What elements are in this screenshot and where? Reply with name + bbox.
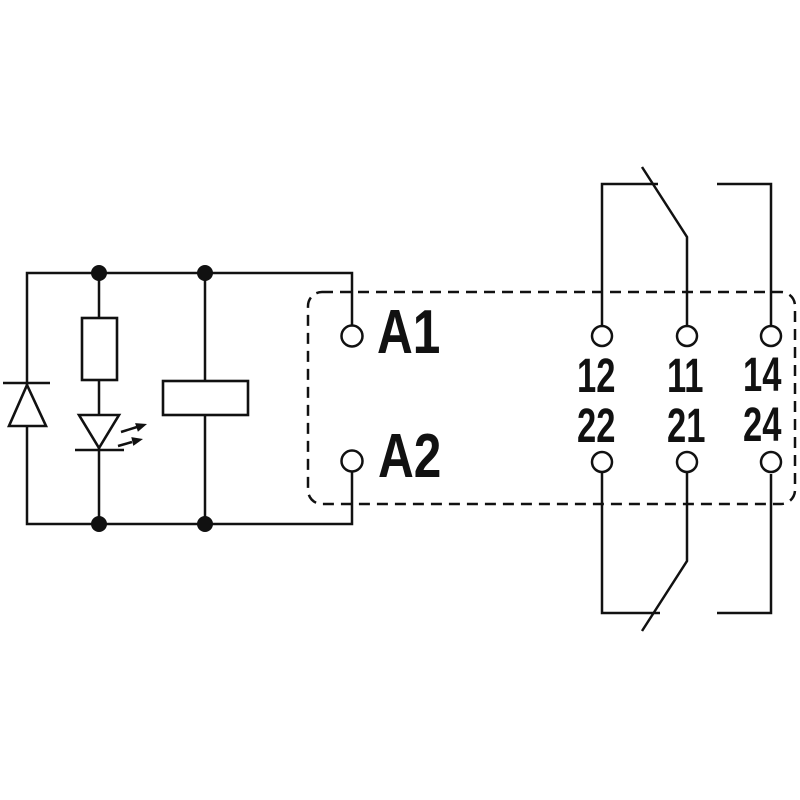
led-icon	[75, 413, 147, 452]
contact-row-bottom: 22 21 24	[577, 397, 783, 632]
terminal-21-circle	[675, 450, 699, 474]
terminal-24-label: 24	[743, 397, 782, 451]
terminal-22-circle	[590, 450, 614, 474]
contact-12-wire	[600, 182, 658, 325]
junction-dot	[91, 265, 107, 281]
terminal-22-label: 22	[577, 398, 615, 452]
relay-coil-icon	[161, 379, 250, 417]
terminal-a1-label: A1	[377, 297, 440, 367]
coil-terminals: A1 A2	[340, 297, 441, 491]
suppressor-diode-icon	[3, 381, 50, 428]
terminal-24-circle	[759, 450, 783, 474]
contact-21-lever	[640, 473, 689, 632]
led-emission-arrows	[117, 423, 147, 448]
junction-dot	[91, 516, 107, 532]
terminal-12-circle	[590, 324, 614, 348]
terminal-11-label: 11	[667, 348, 704, 402]
contact-row-top: 12 11 14	[577, 166, 783, 402]
contact-14-wire	[717, 182, 773, 326]
led-triangle	[76, 413, 122, 451]
coil-circuit	[3, 265, 354, 532]
resistor-icon	[80, 316, 119, 382]
terminal-14-label: 14	[743, 347, 782, 401]
contact-24-wire	[717, 474, 773, 615]
terminal-21-label: 21	[667, 398, 705, 452]
junction-dot	[197, 265, 213, 281]
terminal-14-circle	[759, 324, 783, 348]
diode-triangle	[7, 381, 49, 428]
contact-11-lever	[640, 166, 689, 325]
led-arrow-2-head	[131, 437, 143, 446]
terminal-a1-circle	[340, 324, 364, 348]
led-arrow-1-head	[135, 423, 147, 432]
terminal-11-circle	[675, 324, 699, 348]
led-arrow-2-shaft	[117, 440, 133, 448]
terminal-a2-label: A2	[378, 421, 441, 491]
terminal-a2-circle	[340, 449, 364, 473]
contact-22-wire	[600, 473, 660, 615]
junction-dot	[197, 516, 213, 532]
terminal-12-label: 12	[577, 348, 615, 402]
led-arrow-1-shaft	[120, 425, 138, 434]
